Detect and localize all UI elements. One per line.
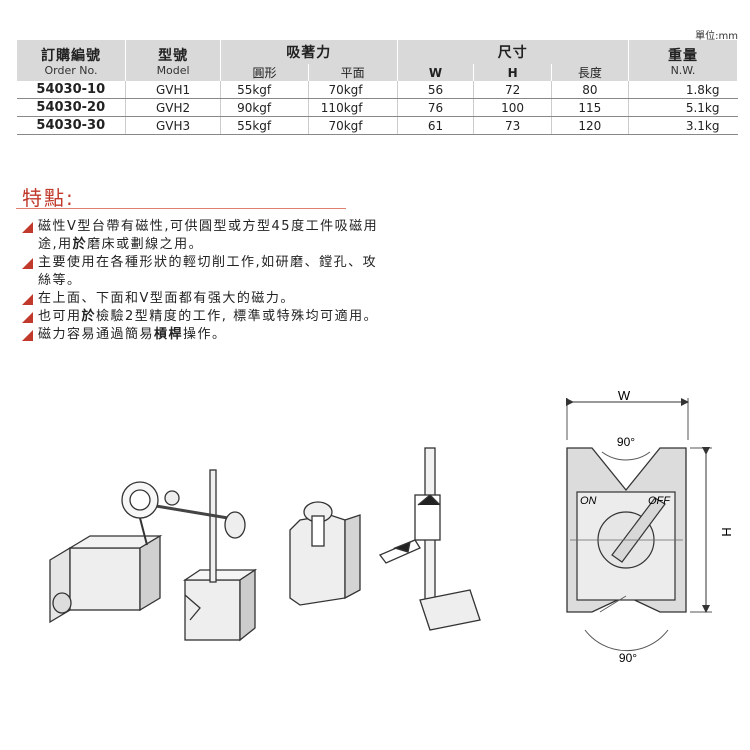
height-gauge-illustration [378,447,481,631]
red-triangle-icon [22,258,33,269]
cell-model: GVH3 [125,116,221,135]
table-row: 54030-30 GVH3 55kgf 70kgf 61 73 120 3.1k… [16,116,738,135]
off-label: OFF [648,495,671,507]
dim-w-label: W [618,388,631,403]
cell-w: 61 [396,116,474,135]
features-divider [16,208,346,209]
on-label: ON [580,495,597,507]
cell-w: 56 [396,81,474,99]
header-length: 長度 [550,64,629,81]
cell-model: GVH2 [125,98,221,117]
cell-weight: 1.8kg [627,81,738,99]
cell-length: 115 [550,98,629,117]
header-h: H [473,64,552,81]
feature-item: 磁力容易通過簡易槓桿操作。 [20,326,380,344]
angle-bottom-label: 90° [619,651,637,665]
unit-label: 單位:mm [695,31,738,42]
red-triangle-icon [22,330,33,341]
feature-item: 主要使用在各種形狀的輕切削工作,如研磨、鏜孔、攻絲等。 [20,254,380,290]
angle-top-label: 90° [617,435,635,449]
cell-flat: 70kgf [307,116,397,135]
v-block-dimension-diagram [566,398,712,652]
cell-length: 120 [550,116,629,135]
cell-h: 100 [473,98,552,117]
cell-round: 55kgf [220,116,309,135]
header-round: 圓形 [220,64,309,81]
cell-w: 76 [396,98,474,117]
v-block-with-dial-stand-illustration [49,469,258,642]
red-triangle-icon [22,312,33,323]
table-row: 54030-20 GVH2 90kgf 110kgf 76 100 115 5.… [16,98,738,117]
feature-item: 在上面、下面和V型面都有强大的磁力。 [20,290,380,308]
header-dimensions: 尺寸 [396,40,629,64]
feature-item: 磁性V型台帶有磁性,可供圓型或方型45度工件吸磁用途,用於磨床或劃線之用。 [20,218,380,254]
features-list: 磁性V型台帶有磁性,可供圓型或方型45度工件吸磁用途,用於磨床或劃線之用。 主要… [20,218,380,344]
cell-h: 73 [473,116,552,135]
cell-order-no: 54030-30 [16,116,126,135]
cell-flat: 70kgf [307,81,397,99]
red-triangle-icon [22,294,33,305]
cell-model: GVH1 [125,81,221,99]
table-row: 54030-10 GVH1 55kgf 70kgf 56 72 80 1.8kg [16,81,738,99]
spec-table: 訂購編號 Order No. 型號 Model 吸著力 尺寸 重量 N.W. 圓… [15,40,739,135]
feature-item: 也可用於檢驗2型精度的工作, 標準或特殊均可適用。 [20,308,380,326]
cell-h: 72 [473,81,552,99]
cell-length: 80 [550,81,629,99]
v-block-upright-illustration [289,501,361,606]
header-magnetic-force: 吸著力 [220,40,398,64]
red-triangle-icon [22,222,33,233]
cell-round: 90kgf [220,98,309,117]
cell-weight: 5.1kg [627,98,738,117]
header-weight: 重量 N.W. [627,40,739,81]
header-w: W [396,64,475,81]
cell-flat: 110kgf [307,98,397,117]
cell-round: 55kgf [220,81,309,99]
cell-order-no: 54030-10 [16,81,126,99]
cell-weight: 3.1kg [627,116,738,135]
header-model: 型號 Model [125,40,222,81]
dim-h-label: H [719,527,734,536]
features-title: 特點: [22,186,75,210]
cell-order-no: 54030-20 [16,98,126,117]
header-order-no: 訂購編號 Order No. [15,40,127,81]
